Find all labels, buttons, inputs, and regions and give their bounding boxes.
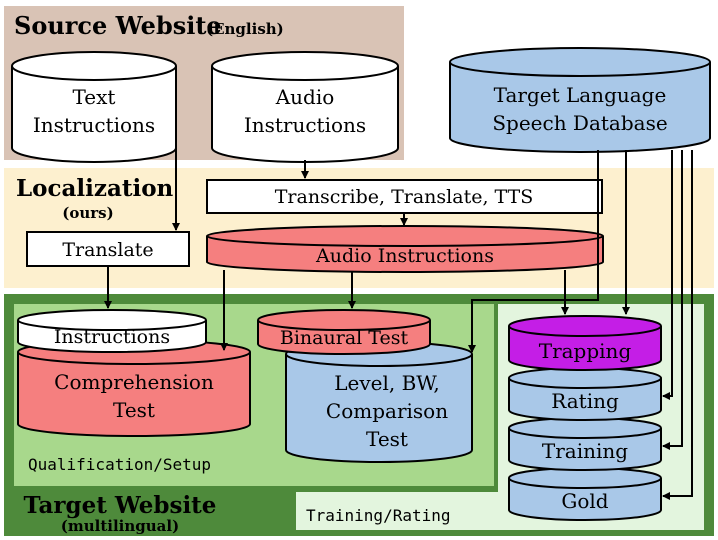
arrow-db-to-gold — [662, 150, 693, 500]
translate-box: Translate — [26, 231, 190, 267]
target-db-line2: Speech Database — [492, 111, 667, 135]
source-website-title: Source Website — [14, 11, 222, 40]
trapping-label: Trapping — [539, 339, 632, 363]
target-speech-database: Target Language Speech Database — [449, 47, 711, 153]
transcribe-translate-tts-box: Transcribe, Translate, TTS — [206, 179, 603, 214]
comprehension-line2: Test — [113, 398, 155, 422]
training-label: Training — [542, 439, 628, 463]
audio-instructions-line1: Audio — [275, 85, 335, 109]
qualification-setup-label: Qualification/Setup — [28, 455, 211, 474]
text-instructions-line2: Instructions — [33, 113, 155, 137]
localized-audio-instructions-db: Audio Instructions — [206, 225, 604, 273]
rating-db: Rating — [508, 367, 662, 421]
arrow-db-to-training — [662, 150, 683, 450]
text-instructions-line1: Text — [73, 85, 116, 109]
level-test-line3: Test — [366, 427, 408, 451]
instructions-label: Instructions — [54, 326, 170, 348]
level-comparison-test-db: Level, BW, Comparison Test — [285, 341, 473, 463]
source-website-subtitle: (English) — [206, 20, 284, 38]
arrow-db-to-level-test — [468, 150, 599, 353]
arrow-db-to-rating — [662, 150, 673, 400]
localization-subtitle: (ours) — [62, 204, 113, 222]
rating-label: Rating — [551, 389, 619, 413]
training-db: Training — [508, 417, 662, 471]
binaural-label: Binaural Test — [280, 327, 409, 349]
audio-instructions-line2: Instructions — [244, 113, 366, 137]
audio-instructions-db: Audio Instructions — [211, 51, 399, 163]
translate-box-label: Translate — [62, 239, 153, 261]
trapping-db: Trapping — [508, 315, 662, 371]
comprehension-line1: Comprehension — [54, 370, 214, 394]
gold-db: Gold — [508, 467, 662, 521]
target-website-subtitle: (multilingual) — [61, 517, 179, 535]
arrows — [104, 148, 693, 500]
localized-audio-label: Audio Instructions — [315, 245, 494, 267]
target-db-line1: Target Language — [494, 83, 667, 107]
localization-title: Localization — [16, 175, 174, 202]
instructions-db: Instructions — [17, 309, 207, 353]
training-rating-label-bg — [296, 492, 498, 530]
transcribe-box-label: Transcribe, Translate, TTS — [275, 186, 534, 208]
level-test-line2: Comparison — [326, 399, 448, 423]
text-instructions-db: Text Instructions — [11, 51, 177, 163]
gold-label: Gold — [561, 489, 608, 513]
target-website-title: Target Website — [24, 492, 217, 519]
level-test-line1: Level, BW, — [334, 371, 439, 395]
comprehension-test-db: Comprehension Test — [17, 339, 251, 437]
binaural-test-db: Binaural Test — [257, 309, 431, 355]
training-rating-label: Training/Rating — [306, 506, 451, 525]
